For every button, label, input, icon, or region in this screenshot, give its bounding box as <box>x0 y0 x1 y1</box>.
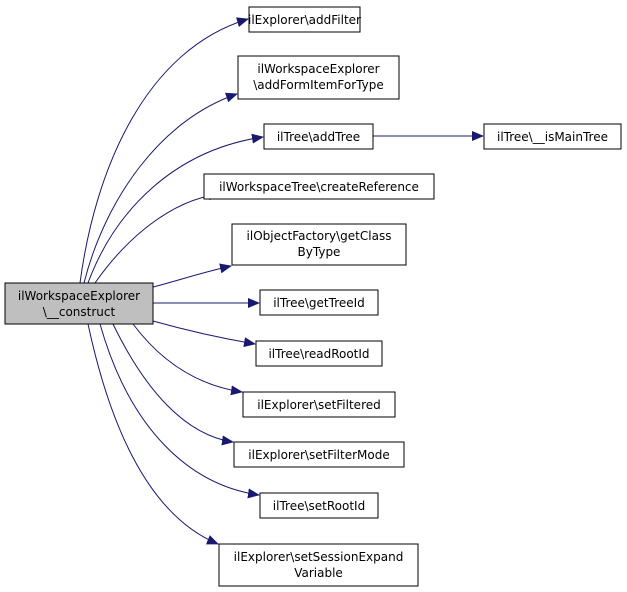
edge-setsession <box>87 323 219 545</box>
node-label: ilWorkspaceTree\createReference <box>219 180 419 194</box>
node-label: ilExplorer\addFilter <box>248 13 361 27</box>
node-label: ilTree\getTreeId <box>273 296 365 310</box>
node-label-line2: \addFormItemForType <box>253 78 384 92</box>
node-label-line1: ilExplorer\setSessionExpand <box>234 550 404 564</box>
node-readrootid[interactable]: ilTree\readRootId <box>255 340 383 367</box>
node-ismaintree[interactable]: ilTree\__isMainTree <box>483 123 622 150</box>
source-node[interactable]: ilWorkspaceExplorer \__construct <box>4 282 154 325</box>
source-node-label-line1: ilWorkspaceExplorer <box>18 289 140 303</box>
edge-addformitem <box>83 92 238 284</box>
node-setfiltered[interactable]: ilExplorer\setFiltered <box>242 391 396 418</box>
node-gettreeid[interactable]: ilTree\getTreeId <box>259 289 379 316</box>
node-addtree[interactable]: ilTree\addTree <box>263 123 374 150</box>
node-addfilter[interactable]: ilExplorer\addFilter <box>248 6 361 33</box>
edge-addtree <box>87 133 264 284</box>
edge-setfiltered <box>132 323 243 396</box>
edge-addfilter <box>79 17 249 284</box>
edge-createref <box>94 190 221 284</box>
node-label-line2: ByType <box>298 245 341 259</box>
edge-setfiltermode <box>112 323 234 446</box>
node-setsession[interactable]: ilExplorer\setSessionExpand Variable <box>218 543 419 587</box>
node-label: ilExplorer\setFilterMode <box>248 448 389 462</box>
node-label: ilTree\readRootId <box>268 347 369 361</box>
node-label: ilExplorer\setFiltered <box>257 398 380 412</box>
node-label-line1: ilObjectFactory\getClass <box>247 229 392 243</box>
node-getclass[interactable]: ilObjectFactory\getClass ByType <box>231 223 407 266</box>
node-label-line1: ilWorkspaceExplorer <box>257 62 379 76</box>
node-label-line2: Variable <box>294 566 343 580</box>
node-setrootid[interactable]: ilTree\setRootId <box>259 492 379 519</box>
source-node-label-line2: \__construct <box>43 305 116 319</box>
edge-readrootid <box>152 320 256 348</box>
node-createref[interactable]: ilWorkspaceTree\createReference <box>203 173 435 200</box>
edge-setrootid <box>99 323 260 499</box>
node-setfiltermode[interactable]: ilExplorer\setFilterMode <box>233 441 405 468</box>
node-addformitem[interactable]: ilWorkspaceExplorer \addFormItemForType <box>237 55 400 100</box>
node-label: ilTree\__isMainTree <box>497 130 608 144</box>
edges <box>79 17 484 545</box>
node-label: ilTree\setRootId <box>273 499 365 513</box>
node-label: ilTree\addTree <box>277 130 360 144</box>
edge-getclass <box>152 263 232 288</box>
